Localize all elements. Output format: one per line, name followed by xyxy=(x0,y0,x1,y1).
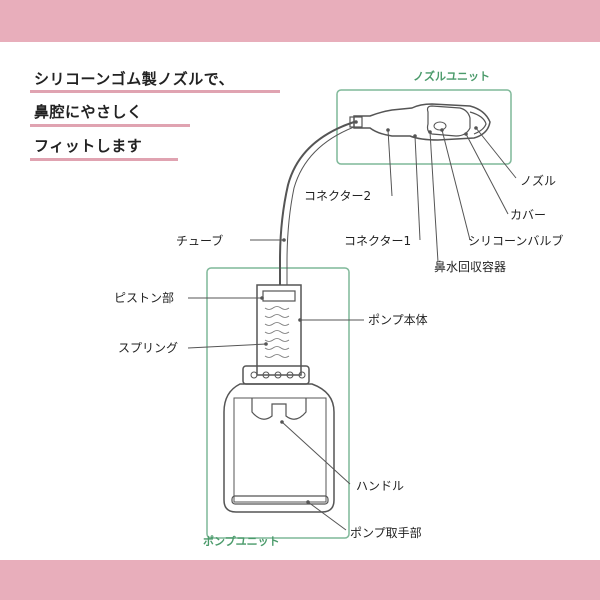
label-pump-grip: ポンプ取手部 xyxy=(350,525,422,540)
label-tube: チューブ xyxy=(176,233,223,248)
spring-part xyxy=(264,306,290,358)
leader-lines xyxy=(187,127,517,531)
nozzle-assembly xyxy=(349,103,491,141)
collector-part xyxy=(426,105,471,137)
piston-part xyxy=(262,290,296,302)
headline-line-2: 鼻腔にやさしく xyxy=(34,103,143,121)
label-piston: ピストン部 xyxy=(114,290,174,305)
tube-outer xyxy=(279,121,355,285)
label-collector: 鼻水回収容器 xyxy=(434,259,506,274)
collar-holes xyxy=(250,371,306,379)
label-connector-1: コネクター1 xyxy=(344,234,411,248)
label-handle: ハンドル xyxy=(356,479,404,493)
headline-line-1: シリコーンゴム製ノズルで、 xyxy=(34,70,235,88)
pump-grip-bar xyxy=(231,495,329,505)
label-connector-2: コネクター2 xyxy=(304,189,371,203)
pump-unit-frame xyxy=(206,267,350,539)
headline-rule-2 xyxy=(30,124,190,127)
handle-frame xyxy=(223,383,335,513)
pump-body-cylinder xyxy=(256,284,302,376)
handle-grip-shape xyxy=(251,398,307,420)
headline-rule-3 xyxy=(30,158,178,161)
label-cover: カバー xyxy=(510,208,546,222)
nozzle-unit-frame xyxy=(336,89,512,165)
label-nozzle: ノズル xyxy=(520,173,556,188)
label-spring: スプリング xyxy=(118,341,178,355)
tube-inner xyxy=(286,126,355,285)
label-pump-body: ポンプ本体 xyxy=(368,313,428,327)
nozzle-unit-label: ノズルユニット xyxy=(413,69,490,83)
bottom-band xyxy=(0,560,600,600)
headline-rule-1 xyxy=(30,90,280,93)
top-band xyxy=(0,0,600,42)
label-silicone-valve: シリコーンバルブ xyxy=(468,233,563,248)
valve-part xyxy=(433,121,447,131)
headline-line-3: フィットします xyxy=(34,137,143,155)
connector-2-part xyxy=(349,116,363,128)
pump-assembly xyxy=(223,284,335,513)
handle-inner xyxy=(233,397,327,503)
leader-dots xyxy=(260,120,478,504)
pump-unit-label: ポンプユニット xyxy=(203,534,280,548)
